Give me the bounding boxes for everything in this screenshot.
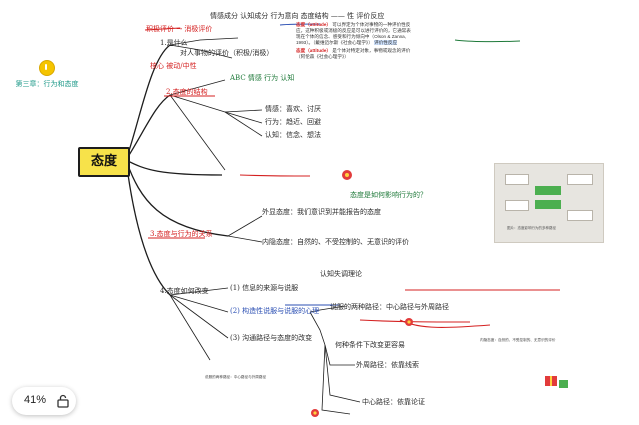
change-note-6: 何种条件下改变更容易 [335,340,405,349]
excerpt-1-tag: 态度（attitude） [296,22,331,27]
branch-1-label: 1.是什么 [160,38,188,47]
printed-note-right: 内隐态度：自然的、不受控制的、无意识的评价 [480,338,556,342]
flower-icon [311,409,319,417]
change-note-1: 认知失调理论 [320,269,362,278]
branch-4-label: 4.态度如何改变 [160,286,209,295]
lock-icon[interactable] [57,394,69,408]
zoom-level[interactable]: 41% [24,394,47,406]
change-note-8: 中心路径：依靠论证 [362,397,425,406]
external-attitude-note: 外显态度：我们意识到并能报告的态度 [262,207,381,216]
structure-abc: ABC 情感 行为 认知 [229,73,294,82]
chapter-badge[interactable]: 第三章：行为和态度 [14,60,80,89]
flower-icon [342,170,352,180]
central-node[interactable]: 态度 [78,147,130,177]
slide-photo: 图片：态度影响行为的多种路径 [494,163,604,243]
change-note-4: (3) 沟通路径与态度的改变 [230,333,312,342]
lightbulb-icon [39,60,55,76]
change-note-2: (1) 信息的来源与说服 [230,283,298,292]
gift-icon [545,376,568,388]
structure-behavior: 行为：趋近、回避 [265,117,321,126]
change-note-5: 说服的两种路径：中心路径与外周路径 [330,302,449,311]
photo-caption: 图片：态度影响行为的多种路径 [507,226,556,230]
branch-2-label: 2.态度的结构 [166,87,208,96]
top-scribble: 情感成分 认知成分 行为意向 态度结构 —— 性 评价反应 [210,11,384,20]
excerpt-2-tag: 态度（attitude） [296,48,331,53]
branch-3-label: 3.态度与行为的关系 [150,229,213,238]
flower-icon [405,318,413,326]
change-note-3: (2) 构造性说服与说服的心理 [230,306,319,315]
structure-affect: 情感：喜欢、讨厌 [265,104,321,113]
top-header-note: 积极评价 → 消极评价 [146,24,212,33]
change-note-7: 外周路径：依靠线索 [356,360,419,369]
excerpt-1-highlight: 评价性反应 [374,40,398,45]
zoom-control[interactable]: 41% [12,387,76,415]
excerpt-1-text: 可以界定为个体对事物的一种评价性反应，这种积极或消极的反应是可以进行评价的，它通… [296,22,411,45]
typed-excerpt: 态度（attitude） 可以界定为个体对事物的一种评价性反应，这种积极或消极的… [296,22,414,62]
implicit-attitude-note: 内隐态度：自然的、不受控制的、无意识的评价 [262,237,409,246]
excerpt-2-text: 是个体对特定对象，事物或观念的评价（阿伦森《社会心理学》） [296,48,411,59]
structure-cognition: 认知：信念、想法 [265,130,321,139]
relation-green-note: 态度是如何影响行为的？ [350,190,427,199]
left-red-note: 核心 被动/中性 [150,61,197,70]
printed-note-left: 说服的两种路径：中心路径与外周路径 [205,375,267,379]
chapter-title: 第三章：行为和态度 [15,81,79,88]
branch-1-note: 对人事物的评价（积极/消极） [180,48,273,57]
